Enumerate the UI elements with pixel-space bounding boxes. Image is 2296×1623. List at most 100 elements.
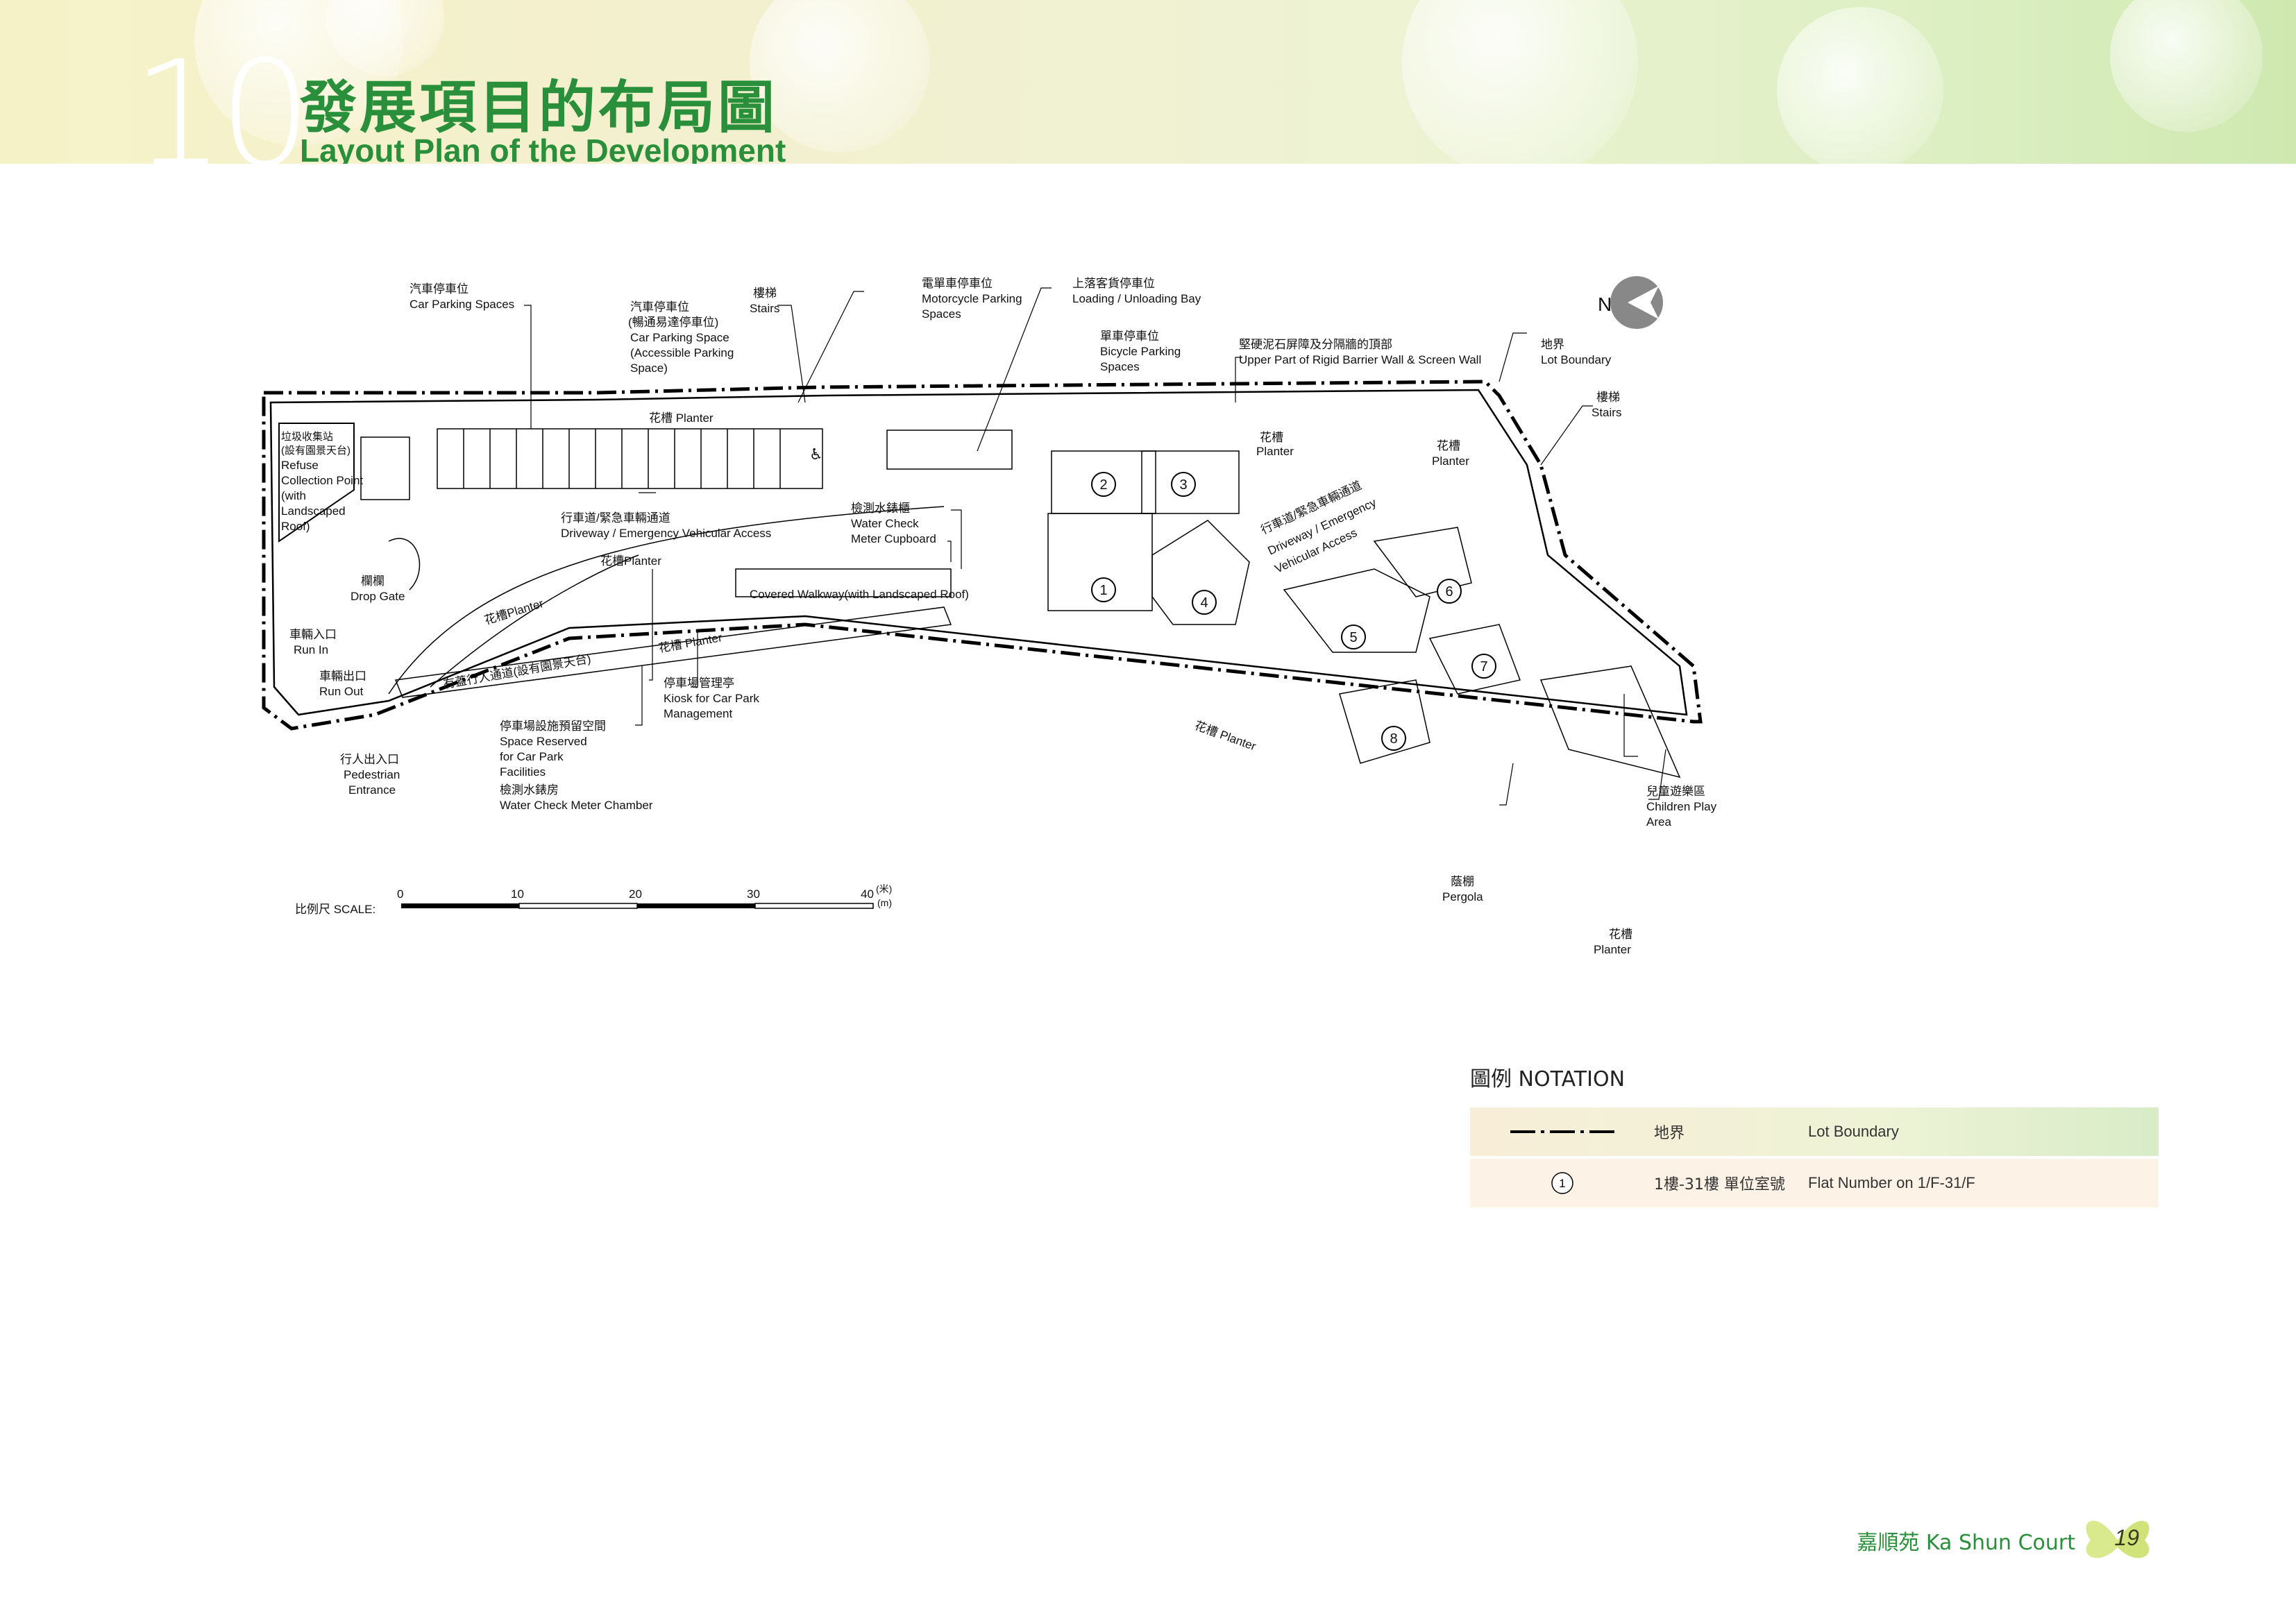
- page-footer: 嘉順苑 Ka Shun Court 19: [1810, 1513, 2296, 1568]
- refuse-area: [360, 436, 410, 500]
- label-refuse-en3: (with: [281, 489, 306, 502]
- decor-bubble: [1777, 7, 1943, 164]
- notation-en: Lot Boundary: [1808, 1123, 1899, 1140]
- flat-number: 2: [1099, 477, 1107, 493]
- notation-symbol: 1: [1559, 1177, 1565, 1190]
- flat-number: 3: [1179, 477, 1187, 493]
- butterfly-icon: [2086, 1520, 2150, 1558]
- label-barrier-zh: 堅硬泥石屏障及分隔牆的頂部: [1239, 338, 1392, 351]
- plan-labels: 汽車停車位 Car Parking Spaces 汽車停車位 (暢通易達停車位)…: [281, 277, 1717, 956]
- label-bicycle-en2: Spaces: [1100, 360, 1140, 373]
- decor-bubble: [2110, 0, 2263, 132]
- label-motorcycle-zh: 電單車停車位: [922, 277, 993, 290]
- notation-zh: 地界: [1654, 1125, 1685, 1142]
- scale-segment: [637, 903, 755, 908]
- label-loading-zh: 上落客貨停車位: [1072, 277, 1155, 290]
- label-planter3-en: Planter: [1594, 943, 1631, 956]
- flat-marker: [1192, 590, 1217, 615]
- label-pergola-en: Pergola: [1442, 890, 1483, 903]
- label-run-out-zh: 車輛出口: [319, 670, 366, 683]
- label-children-zh: 兒童遊樂區: [1646, 785, 1705, 798]
- scale-segment: [754, 903, 874, 909]
- label-loading-en: Loading / Unloading Bay: [1072, 292, 1201, 305]
- label-ped-entrance-en1: Pedestrian: [344, 768, 400, 781]
- leader-lines: [524, 287, 1666, 806]
- scale-tick: 30: [747, 887, 760, 901]
- label-stairs2-zh: 樓梯: [1596, 391, 1620, 404]
- notation-row: 1 1樓-31樓 單位室號 Flat Number on 1/F-31/F: [1470, 1159, 2159, 1207]
- accessible-parking-icon: ♿: [809, 445, 823, 463]
- label-drop-gate-zh: 欄欄: [361, 575, 385, 588]
- label-planter-en: Planter: [1256, 445, 1294, 458]
- page-header: 10 發展項目的布局圖 Layout Plan of the Developme…: [0, 0, 2296, 164]
- flat-marker: [1341, 624, 1366, 649]
- label-planter3-zh: 花槽: [1609, 928, 1632, 941]
- scale-unit-zh: (米): [876, 883, 892, 894]
- site-outline: [269, 389, 1688, 716]
- label-car-parking-en: Car Parking Spaces: [410, 298, 514, 311]
- children-play-area: [1539, 665, 1681, 779]
- label-bicycle-zh: 單車停車位: [1100, 330, 1159, 343]
- label-drop-gate-en: Drop Gate: [351, 590, 405, 603]
- label-kiosk-en1: Kiosk for Car Park: [664, 692, 759, 705]
- chapter-number: 10: [132, 29, 312, 164]
- label-water-chamber-zh: 檢測水錶房: [500, 783, 559, 797]
- label-motorcycle-en1: Motorcycle Parking: [922, 292, 1022, 305]
- scale-segment: [401, 903, 519, 908]
- label-driveway-zh: 行車道/緊急車輛通道: [561, 511, 670, 525]
- scale-bar: 比例尺 SCALE: 0 10 20 30 40 (米) (m): [295, 883, 892, 916]
- label-reserved-en1: Space Reserved: [500, 735, 587, 748]
- label-reserved-en2: for Car Park: [500, 750, 564, 763]
- label-planter-mid: 花槽Planter: [600, 554, 661, 568]
- lot-boundary-line-icon: [1470, 1128, 1654, 1135]
- car-parking-bays: [437, 428, 823, 489]
- label-stairs1-en: Stairs: [750, 302, 779, 315]
- label-planter2-en: Planter: [1432, 454, 1469, 468]
- drop-gate-curve: [388, 538, 421, 590]
- label-children-en1: Children Play: [1646, 800, 1717, 813]
- label-refuse-en1: Refuse: [281, 459, 319, 472]
- label-car-parking-zh: 汽車停車位: [410, 282, 469, 296]
- label-accessible-en3: Space): [630, 362, 668, 375]
- decor-bubble: [750, 0, 930, 153]
- label-ped-entrance-en2: Entrance: [348, 783, 396, 797]
- flat-number: 4: [1200, 595, 1208, 611]
- label-lot-boundary-zh: 地界: [1541, 338, 1564, 351]
- flat-marker: [1171, 472, 1196, 497]
- label-stairs2-en: Stairs: [1592, 406, 1621, 419]
- flat-marker: [1471, 654, 1496, 679]
- label-pergola-zh: 蔭棚: [1451, 875, 1474, 888]
- covered-walkway: [735, 568, 952, 597]
- label-stairs1-zh: 樓梯: [753, 287, 777, 300]
- flat-number-marker-icon: 1: [1470, 1171, 1654, 1196]
- residential-blocks: [1047, 450, 1521, 764]
- page-number: 19: [2114, 1525, 2139, 1550]
- planter-curve: [430, 554, 639, 688]
- label-barrier-en: Upper Part of Rigid Barrier Wall & Scree…: [1239, 353, 1481, 366]
- label-accessible-zh1: 汽車停車位: [630, 300, 689, 314]
- label-water-cupboard-en1: Water Check: [851, 517, 919, 530]
- notation-zh: 1樓-31樓 單位室號: [1654, 1176, 1785, 1193]
- label-refuse-zh1: 垃圾收集站: [281, 431, 333, 443]
- loading-bay: [886, 430, 1013, 470]
- flat-marker: [1437, 579, 1462, 604]
- flat-number: 7: [1480, 659, 1487, 674]
- flat-marker: [1091, 577, 1116, 602]
- flat-marker: [1381, 726, 1406, 751]
- flat-number: 6: [1445, 584, 1453, 600]
- scale-tick: 0: [397, 887, 403, 901]
- notation-legend: 圖例 NOTATION 地界 Lot Boundary 1 1樓-31樓 單位室…: [1470, 1062, 2159, 1207]
- label-refuse-zh2: (設有園景天台): [281, 445, 351, 457]
- label-planter-top: 花槽 Planter: [649, 411, 714, 425]
- label-refuse-en5: Roof): [281, 520, 310, 533]
- scale-tick: 20: [629, 887, 642, 901]
- label-reserved-zh: 停車場設施預留空間: [500, 720, 606, 733]
- label-reserved-en3: Facilities: [500, 765, 546, 779]
- scale-label: 比例尺 SCALE:: [295, 903, 375, 916]
- page-title-zh: 發展項目的布局圖: [300, 75, 778, 141]
- decor-bubble: [1402, 0, 1638, 164]
- label-planter-diag: 花槽 Planter: [1193, 719, 1258, 754]
- label-run-in-zh: 車輛入口: [289, 628, 337, 641]
- flat-number: 5: [1349, 630, 1357, 645]
- scale-tick: 10: [511, 887, 524, 901]
